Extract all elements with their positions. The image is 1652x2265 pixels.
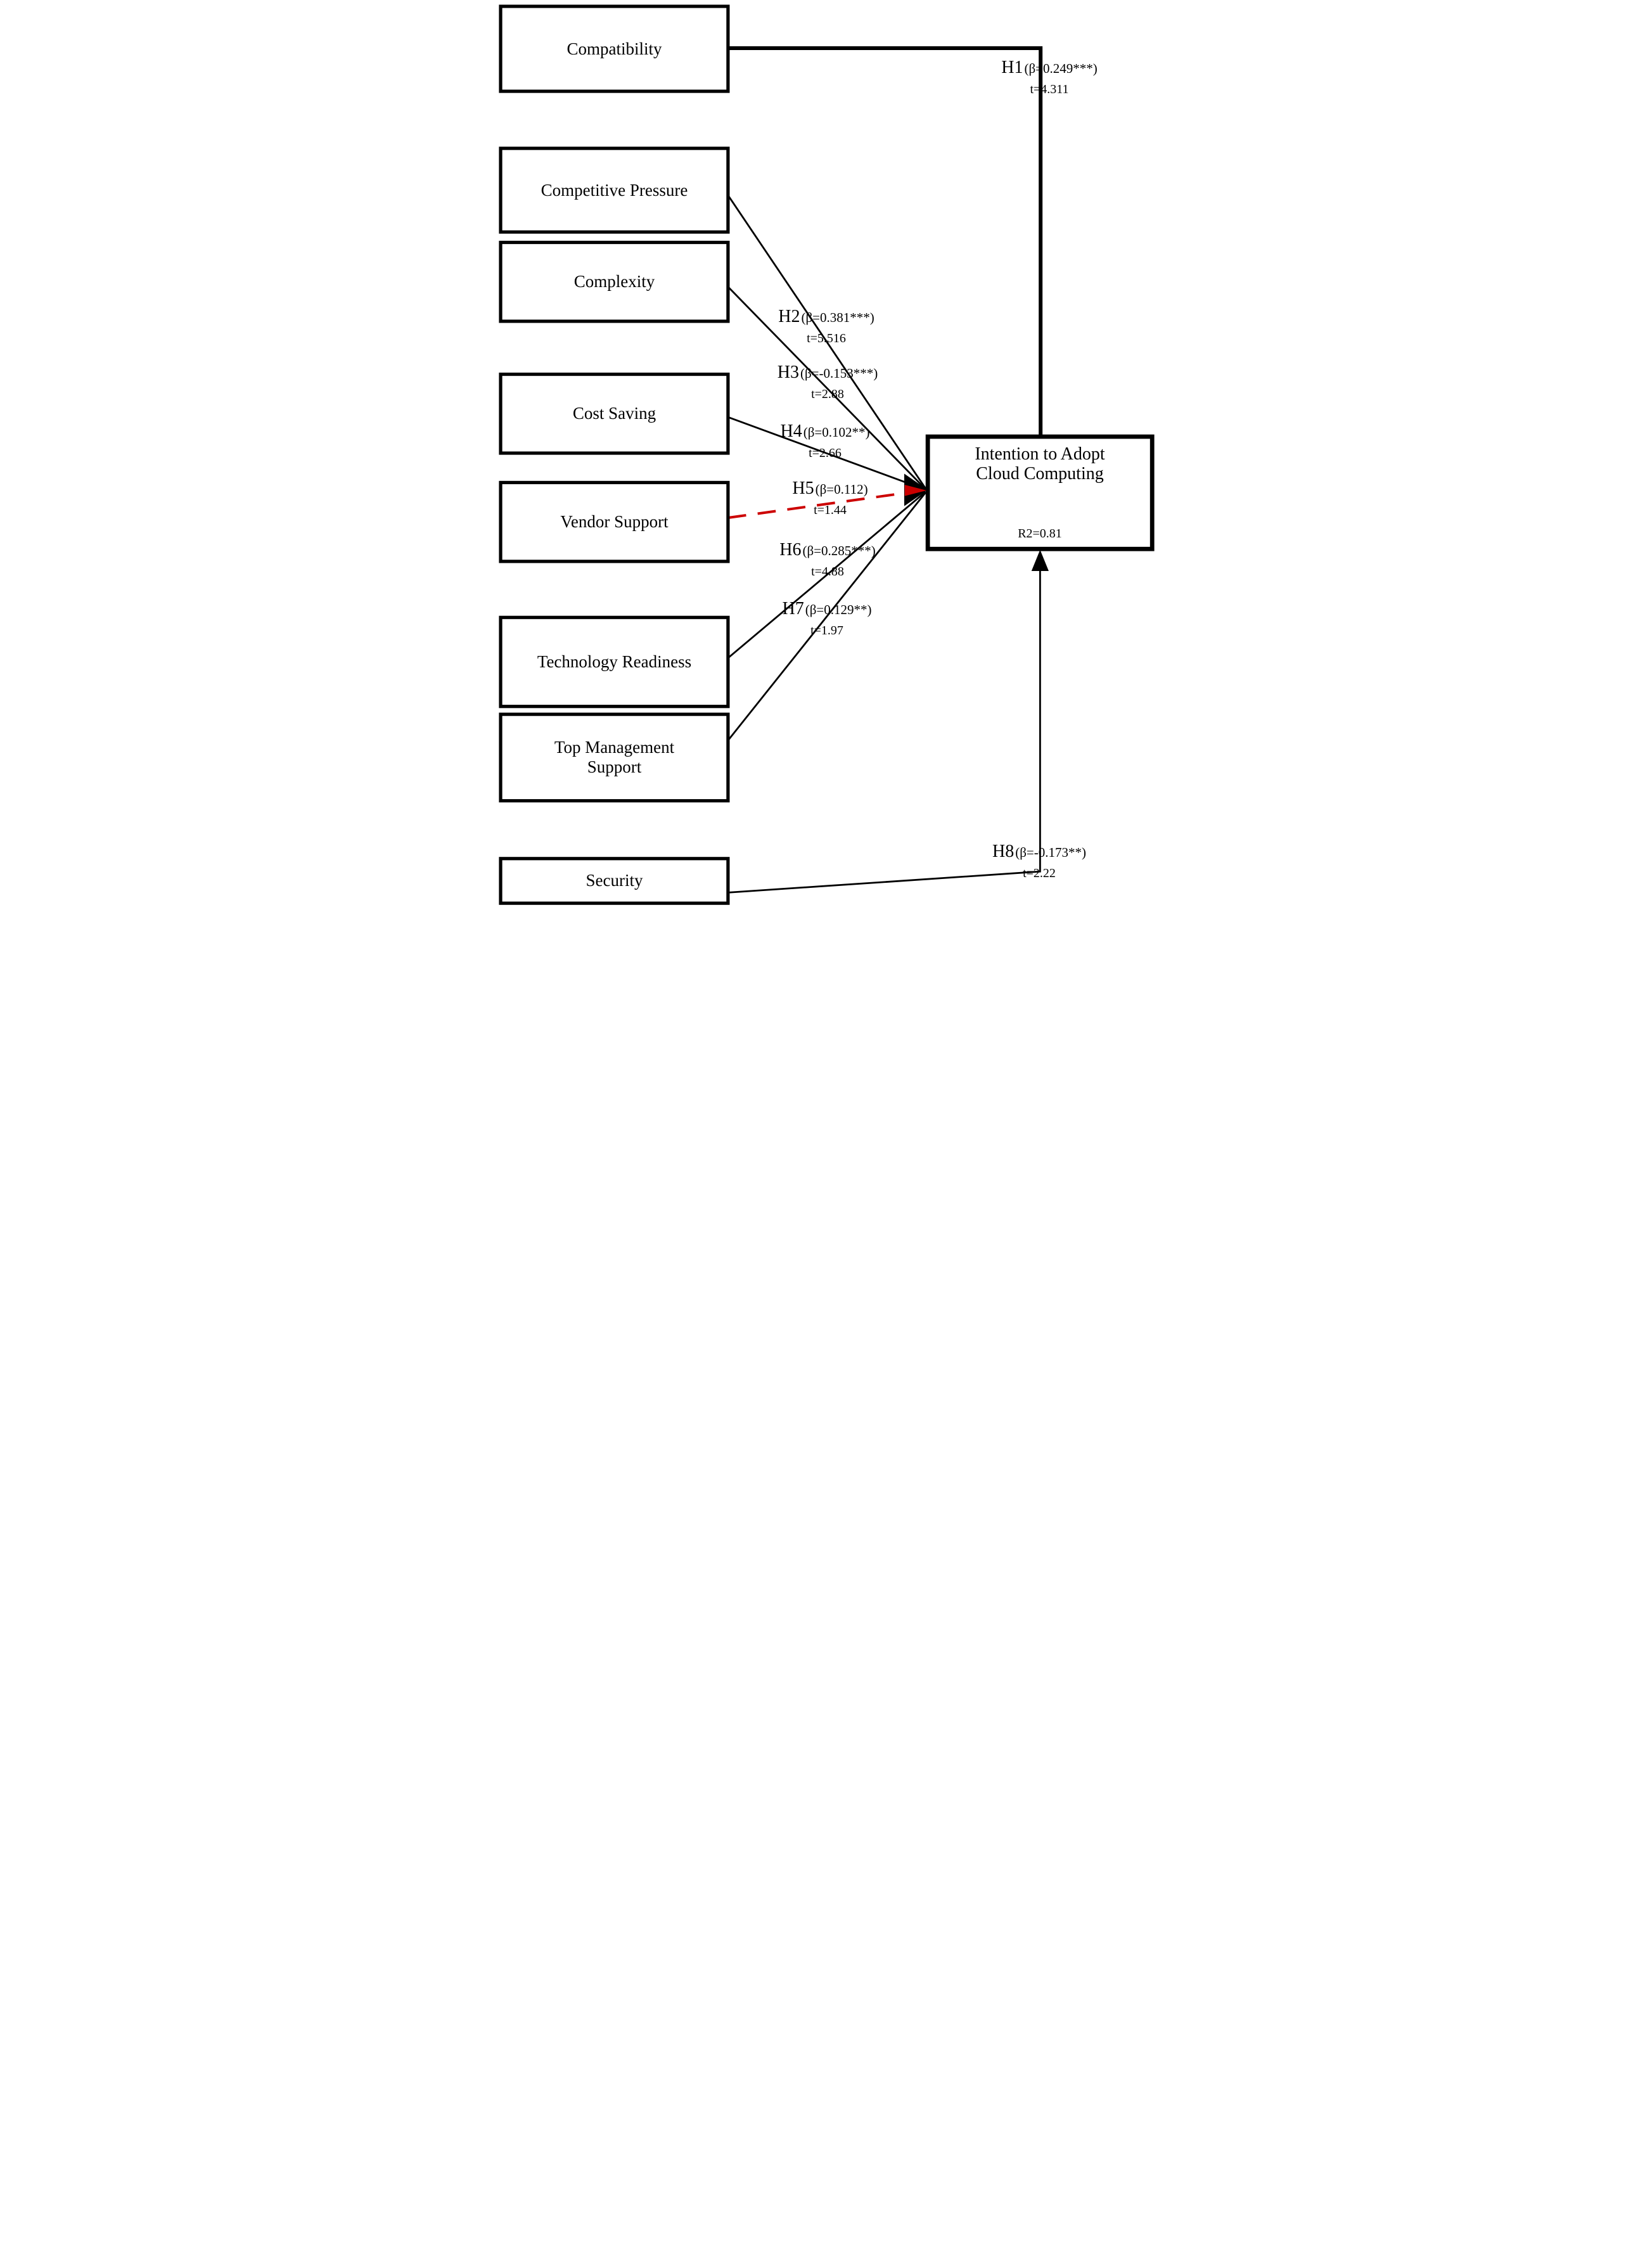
box-intention-to-adopt <box>925 434 1155 551</box>
box-security <box>499 857 730 905</box>
path-label-h2: H2(β=0.381***) t=5.516 <box>778 307 874 346</box>
box-label-compatibility: Compatibility <box>567 39 662 58</box>
path-label-h4: H4(β=0.102**) t=2.66 <box>780 421 870 461</box>
path-label-h6: H6(β=0.285***) t=4.88 <box>779 540 876 579</box>
box-label-top-management-support: Top Management Support <box>554 738 675 776</box>
box-compatibility <box>499 4 730 93</box>
box-competitive-pressure <box>499 146 730 234</box>
box-top-management-support <box>499 712 730 803</box>
path-h8-line <box>727 553 1041 894</box>
arrowhead-h8-up <box>1031 549 1049 572</box>
box-label-technology-readiness: Technology Readiness <box>537 651 692 671</box>
box-label-intention-to-adopt: Intention to Adopt Cloud Computing R2=0.… <box>928 437 1152 549</box>
r-squared-value: R2=0.81 <box>1018 527 1062 541</box>
intention-title: Intention to Adopt Cloud Computing <box>975 444 1105 484</box>
box-complexity <box>499 240 730 323</box>
path-h6-line <box>727 491 926 659</box>
box-cost-saving <box>499 372 730 455</box>
connector-layer <box>499 4 1155 905</box>
path-h3-line <box>727 286 926 490</box>
box-label-cost-saving: Cost Saving <box>572 404 656 423</box>
path-label-h1: H1(β=0.249***) t=4.311 <box>1001 58 1098 97</box>
box-technology-readiness <box>499 615 730 709</box>
box-label-competitive-pressure: Competitive Pressure <box>541 180 688 200</box>
path-h2-line <box>727 195 926 489</box>
path-h4-line <box>727 416 926 491</box>
path-label-h8: H8(β=-0.173**) t=2.22 <box>992 842 1086 881</box>
path-h5-line-dashed <box>727 490 917 520</box>
path-label-h7: H7(β=0.129**) t=1.97 <box>782 599 872 638</box>
box-label-complexity: Complexity <box>573 272 655 291</box>
path-h7-line <box>727 492 926 741</box>
path-label-h5: H5(β=0.112) t=1.44 <box>792 478 868 518</box>
box-label-security: Security <box>586 870 643 890</box>
path-h1-line <box>727 46 1043 439</box>
box-vendor-support <box>499 480 730 563</box>
path-model-figure: Compatibility Competitive Pressure Compl… <box>496 0 1156 906</box>
path-label-h3: H3(β=-0.153***) t=2.88 <box>777 363 878 402</box>
arrowhead-h5-red <box>904 485 927 496</box>
box-label-vendor-support: Vendor Support <box>560 512 669 531</box>
